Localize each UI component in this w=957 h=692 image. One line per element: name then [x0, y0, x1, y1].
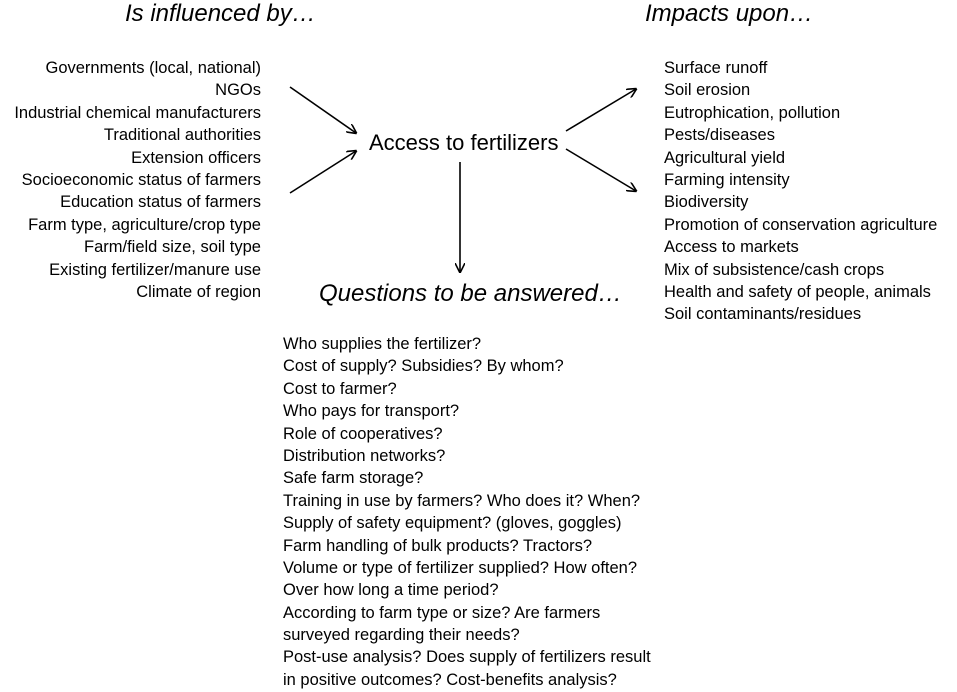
influence-item: Farm type, agriculture/crop type [28, 215, 261, 234]
question-item: surveyed regarding their needs? [283, 626, 520, 645]
question-item: Who supplies the fertilizer? [283, 335, 482, 353]
question-item: Safe farm storage? [283, 469, 424, 488]
question-item: Cost to farmer? [283, 379, 397, 398]
impact-item: Pests/diseases [664, 126, 775, 145]
influence-item: Industrial chemical manufacturers [14, 103, 261, 122]
question-item: Supply of safety equipment? (gloves, gog… [283, 514, 622, 533]
influence-item: Extension officers [131, 148, 261, 167]
impact-item: Farming intensity [664, 170, 790, 189]
question-item: Training in use by farmers? Who does it?… [283, 491, 641, 510]
impact-item: Soil erosion [664, 81, 751, 100]
influence-item: Socioeconomic status of farmers [21, 170, 261, 189]
question-item: in positive outcomes? Cost-benefits anal… [283, 670, 617, 689]
center-node-label: Access to fertilizers [369, 130, 559, 155]
impact-item: Promotion of conservation agriculture [664, 215, 938, 234]
question-item: Over how long a time period? [283, 581, 499, 600]
impact-item: Biodiversity [664, 193, 749, 212]
influence-item: NGOs [215, 81, 261, 100]
question-item: Distribution networks? [283, 446, 446, 465]
heading-impacts-upon: Impacts upon… [645, 0, 814, 27]
arrow-influence-bottom [289, 151, 356, 194]
influence-item: Traditional authorities [103, 126, 261, 145]
questions-list: Who supplies the fertilizer? Cost of supp… [283, 333, 651, 691]
influence-item: Governments (local, national) [45, 59, 261, 77]
heading-questions: Questions to be answered… [319, 280, 622, 307]
influence-item: Climate of region [136, 282, 261, 301]
heading-influenced-by: Is influenced by… [125, 0, 316, 27]
question-item: According to farm type or size? Are farm… [283, 603, 601, 622]
question-item: Who pays for transport? [283, 402, 460, 421]
impact-item: Agricultural yield [664, 148, 786, 167]
influence-item: Existing fertilizer/manure use [49, 260, 261, 279]
impact-item: Surface runoff [664, 59, 768, 77]
question-item: Farm handling of bulk products? Tractors… [283, 536, 593, 555]
impact-item: Eutrophication, pollution [664, 103, 841, 122]
impact-item: Soil contaminants/residues [664, 305, 862, 324]
impact-item: Health and safety of people, animals [664, 282, 931, 301]
impact-item: Access to markets [664, 238, 799, 257]
impact-item: Mix of subsistence/cash crops [664, 260, 885, 279]
influence-item: Education status of farmers [60, 193, 261, 212]
arrow-impact-top [565, 89, 636, 132]
influence-item: Farm/field size, soil type [84, 238, 261, 257]
arrow-impact-bottom [565, 148, 636, 191]
question-item: Volume or type of fertilizer supplied? H… [283, 558, 638, 577]
question-item: Post-use analysis? Does supply of fertil… [283, 648, 651, 667]
arrow-influence-top [289, 86, 356, 133]
question-item: Cost of supply? Subsidies? By whom? [283, 357, 564, 376]
question-item: Role of cooperatives? [283, 424, 443, 443]
